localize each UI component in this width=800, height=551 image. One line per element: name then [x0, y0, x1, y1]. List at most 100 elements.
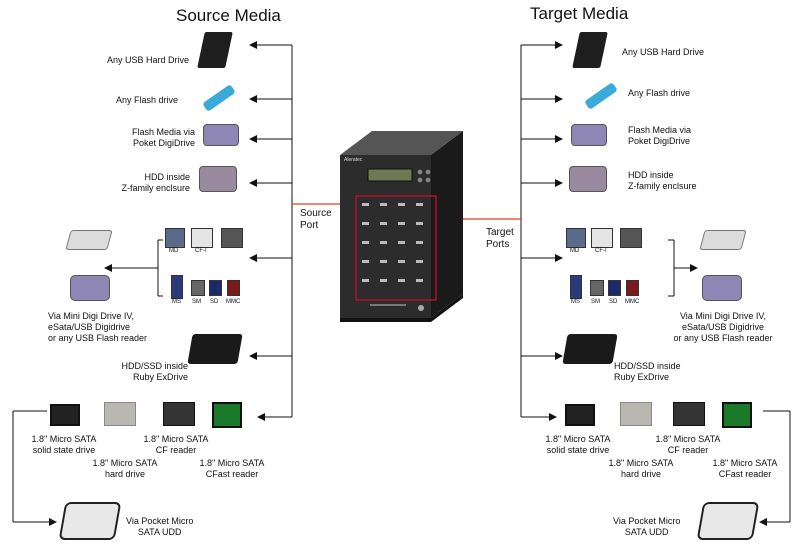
source-card-cfi: CF-I [195, 248, 207, 254]
ruby-exdrive-icon [187, 334, 243, 364]
source-cfast-line1: 1.8" Micro SATA [199, 458, 265, 468]
target-reader-line1: Via Mini Digi Drive IV, [679, 311, 767, 321]
target-mini-digidrive-icon [702, 275, 742, 301]
target-hdd-label: 1.8" Micro SATA hard drive [598, 458, 684, 480]
target-reader-label: Via Mini Digi Drive IV, eSata/USB Digidr… [664, 311, 782, 344]
micro-sata-ssd-icon [50, 404, 80, 426]
source-card-ms: MS [172, 299, 181, 305]
target-reader-line3: or any USB Flash reader [673, 333, 773, 343]
target-card-mmc: MMC [625, 299, 640, 305]
source-card-sd: SD [210, 299, 219, 305]
target-card-md: MD [570, 248, 580, 254]
sd-card-icon [209, 280, 222, 296]
target-micro-sata-hdd-icon [620, 402, 652, 426]
micro-sata-hdd-icon [104, 402, 136, 426]
target-flash-drive-icon [584, 81, 618, 111]
source-flash-label: Any Flash drive [116, 95, 179, 105]
target-poket-label: Flash Media via Poket DigiDrive [628, 125, 691, 147]
target-udd-line2: SATA UDD [624, 527, 669, 537]
cf-i-card-icon [191, 228, 213, 248]
source-card-sm: SM [192, 299, 201, 305]
target-poket-digidrive-icon [571, 124, 607, 148]
target-udd-line1: Via Pocket Micro [613, 516, 681, 526]
target-ruby-line2: Ruby ExDrive [614, 372, 670, 382]
mini-digidrive-icon [70, 275, 110, 301]
target-ruby-line1: HDD/SSD inside [614, 361, 681, 371]
source-usb-hdd-label: Any USB Hard Drive [107, 55, 190, 65]
source-cf-label: 1.8" Micro SATA CF reader [133, 434, 219, 456]
source-port-label: Source Port [300, 208, 332, 232]
target-arrows [521, 41, 563, 421]
target-reader-line2: eSata/USB Digidrive [681, 322, 765, 332]
source-zfam-line1: HDD inside [144, 172, 190, 182]
source-poket-line1: Flash Media via [131, 127, 195, 137]
source-ssd-label: 1.8" Micro SATA solid state drive [21, 434, 107, 456]
source-port-line1: Source [300, 208, 332, 219]
target-microdrive-card-icon [620, 228, 642, 248]
source-poket-line2: Poket DigiDrive [132, 138, 195, 148]
source-cfast-label: 1.8" Micro SATA CFast reader [189, 458, 275, 480]
target-ssd-label: 1.8" Micro SATA solid state drive [535, 434, 621, 456]
target-usb-card-reader-icon [699, 230, 747, 250]
target-cfast-line1: 1.8" Micro SATA [712, 458, 778, 468]
target-micro-sata-cfast-reader-icon [722, 402, 752, 428]
source-cf-line1: 1.8" Micro SATA [143, 434, 209, 444]
source-hdd-line2: hard drive [104, 469, 146, 479]
target-poket-line2: Poket DigiDrive [628, 136, 691, 146]
source-udd-line2: SATA UDD [137, 527, 182, 537]
target-usb-hdd-label: Any USB Hard Drive [622, 47, 705, 57]
z-family-enclosure-icon [199, 166, 237, 194]
target-zfam-label: HDD inside Z-family enclsure [628, 170, 697, 192]
sm-card-icon [191, 280, 205, 296]
micro-sata-cfast-reader-icon [212, 402, 242, 428]
target-hdd-line1: 1.8" Micro SATA [608, 458, 674, 468]
source-reader-line2: eSata/USB Digidrive [48, 322, 131, 332]
source-poket-label: Flash Media via Poket DigiDrive [103, 127, 195, 149]
target-udd-label: Via Pocket Micro SATA UDD [613, 516, 680, 538]
target-flash-label: Any Flash drive [628, 88, 691, 98]
target-ruby-label: HDD/SSD inside Ruby ExDrive [614, 361, 681, 383]
target-card-sm: SM [591, 299, 600, 305]
source-hdd-line1: 1.8" Micro SATA [92, 458, 158, 468]
target-hdd-line2: hard drive [620, 469, 662, 479]
target-ssd-line2: solid state drive [546, 445, 610, 455]
source-udd-line1: Via Pocket Micro [126, 516, 194, 526]
target-title: Target Media [530, 4, 629, 23]
ms-card-icon [171, 275, 183, 299]
source-reader-line3: or any USB Flash reader [48, 333, 148, 343]
mmc-card-icon [227, 280, 240, 296]
target-pocket-micro-sata-udd-icon [696, 502, 760, 540]
target-md-card-icon [566, 228, 586, 248]
source-ssd-line1: 1.8" Micro SATA [31, 434, 97, 444]
target-usb-hard-drive-icon [572, 32, 608, 70]
target-poket-line1: Flash Media via [628, 125, 692, 135]
source-cfast-line2: CFast reader [205, 469, 259, 479]
source-udd-label: Via Pocket Micro SATA UDD [126, 516, 193, 538]
source-card-md: MD [169, 248, 179, 254]
source-reader-line1: Via Mini Digi Drive IV, [48, 311, 135, 321]
target-port-label: Target Ports [486, 227, 514, 251]
target-ruby-exdrive-icon [562, 334, 618, 364]
source-ruby-line2: Ruby ExDrive [132, 372, 188, 382]
target-ms-card-icon [570, 275, 582, 299]
poket-digidrive-icon [203, 124, 239, 148]
target-card-ms: MS [571, 299, 580, 305]
source-ruby-line1: HDD/SSD inside [121, 361, 188, 371]
md-card-icon [165, 228, 185, 248]
usb-hard-drive-icon [197, 32, 233, 70]
target-sd-card-icon [608, 280, 621, 296]
target-micro-sata-ssd-icon [565, 404, 595, 426]
target-cfast-line2: CFast reader [718, 469, 772, 479]
source-card-mmc: MMC [226, 299, 241, 305]
target-cf-label: 1.8" Micro SATA CF reader [645, 434, 731, 456]
target-ssd-line1: 1.8" Micro SATA [545, 434, 611, 444]
target-sm-card-icon [590, 280, 604, 296]
target-cf-i-card-icon [591, 228, 613, 248]
target-cf-line2: CF reader [667, 445, 709, 455]
source-cf-line2: CF reader [155, 445, 197, 455]
target-cf-line1: 1.8" Micro SATA [655, 434, 721, 444]
source-arrows [249, 41, 292, 421]
source-zfam-label: HDD inside Z-family enclsure [98, 172, 190, 194]
